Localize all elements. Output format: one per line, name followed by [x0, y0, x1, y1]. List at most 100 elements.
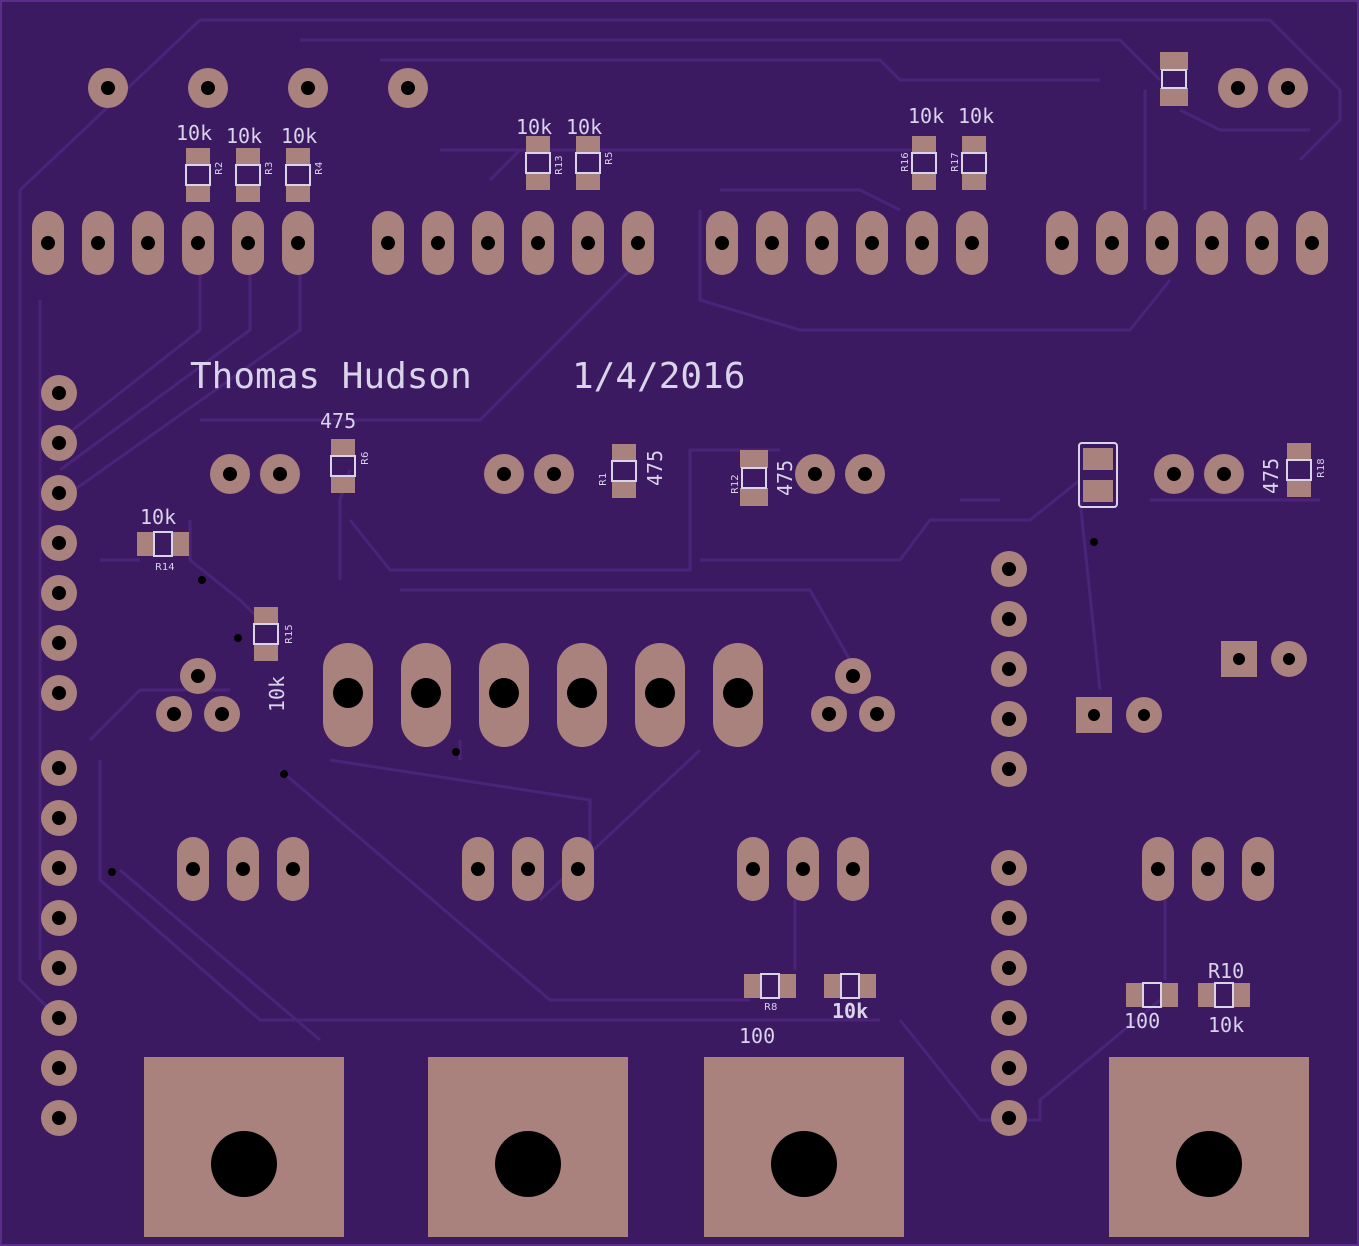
- r12-value: 475: [773, 460, 797, 496]
- r14-resistor: [137, 531, 189, 557]
- r5-ref: R5: [604, 152, 615, 165]
- left-header-pin-10: [41, 850, 77, 886]
- button-pad-1: [144, 1057, 344, 1237]
- header-pin-14: [756, 211, 788, 275]
- r13-ref: R13: [554, 155, 565, 175]
- header-pin-21: [1146, 211, 1178, 275]
- button-pad-3: [704, 1057, 904, 1237]
- right-pad-1: [1218, 68, 1258, 108]
- left-header-pin-5: [41, 575, 77, 611]
- square-pad-pair-1: [1221, 641, 1307, 677]
- r13-value: 10k: [516, 115, 552, 139]
- header-pin-22: [1196, 211, 1228, 275]
- mid-header-pin-1: [991, 551, 1027, 587]
- copper-traces: [18, 18, 1342, 1122]
- header-pin-16: [856, 211, 888, 275]
- header-pin-6: [282, 211, 314, 275]
- led-pad-b1: [484, 454, 524, 494]
- left-header-pin-3: [41, 475, 77, 511]
- square-pad-pair-2: [1076, 697, 1162, 733]
- smd-top-right: [1160, 52, 1188, 106]
- button-pad-2: [428, 1057, 628, 1237]
- large-pad-2: [401, 643, 451, 747]
- r12-ref: R12: [730, 474, 741, 494]
- large-pad-1: [323, 643, 373, 747]
- pot-pin-1: [177, 837, 209, 901]
- r6-ref: R6: [360, 452, 371, 465]
- header-pin-17: [906, 211, 938, 275]
- header-pin-5: [232, 211, 264, 275]
- header-pin-7: [372, 211, 404, 275]
- r17-ref: R17: [950, 152, 961, 172]
- large-pad-4: [557, 643, 607, 747]
- header-pin-11: [572, 211, 604, 275]
- r2-ref: R2: [214, 162, 225, 175]
- header-pin-12: [622, 211, 654, 275]
- top-row-round-pads: [88, 68, 1308, 108]
- r4-resistor: [285, 148, 311, 202]
- left-header-pin-8: [41, 750, 77, 786]
- r8-ref: R8: [764, 1002, 777, 1013]
- r4-value: 10k: [281, 124, 317, 148]
- mount-pad-2: [188, 68, 228, 108]
- left-header-pin-6: [41, 625, 77, 661]
- r6-resistor: [330, 439, 356, 493]
- pot-pin-8: [787, 837, 819, 901]
- mid-header-pin-11: [991, 1100, 1027, 1136]
- header-pins: [32, 211, 1328, 275]
- r8-value: 100: [739, 1024, 775, 1048]
- r10-value: 10k: [1208, 1013, 1244, 1037]
- middle-pin-header: [991, 551, 1027, 1136]
- left-header-pin-12: [41, 950, 77, 986]
- r8-resistor: [744, 973, 796, 999]
- pot-pin-6: [562, 837, 594, 901]
- header-pin-18: [956, 211, 988, 275]
- led-pad-d1: [1154, 454, 1194, 494]
- r5-resistor: [575, 136, 601, 190]
- r5-value: 10k: [566, 115, 602, 139]
- r18-ref: R18: [1316, 458, 1327, 478]
- horizontal-smd-resistors: [137, 450, 1250, 1008]
- mid-header-pin-10: [991, 1050, 1027, 1086]
- header-pin-10: [522, 211, 554, 275]
- left-header-pin-14: [41, 1050, 77, 1086]
- r15-value: 10k: [265, 676, 289, 712]
- transistor-right: [811, 658, 895, 732]
- led-pad-b2: [534, 454, 574, 494]
- header-pin-20: [1096, 211, 1128, 275]
- r18-value: 475: [1259, 458, 1283, 494]
- vias: [108, 538, 1098, 876]
- r12-resistor: [740, 450, 768, 506]
- pot-pin-11: [1192, 837, 1224, 901]
- r6-value: 475: [320, 409, 356, 433]
- mid-header-pin-9: [991, 1000, 1027, 1036]
- r10-resistor: [1198, 982, 1250, 1008]
- r18-resistor: [1286, 443, 1312, 497]
- pot-pin-12: [1242, 837, 1274, 901]
- mid-header-pin-3: [991, 651, 1027, 687]
- left-pin-header: [41, 375, 77, 1136]
- mount-pad-3: [288, 68, 328, 108]
- r3-ref: R3: [264, 162, 275, 175]
- large-connector-pads: [323, 643, 763, 747]
- large-pad-3: [479, 643, 529, 747]
- left-header-pin-9: [41, 800, 77, 836]
- large-pad-6: [713, 643, 763, 747]
- header-pin-1: [32, 211, 64, 275]
- button-pads: [144, 1057, 1309, 1237]
- header-pin-23: [1246, 211, 1278, 275]
- r14-ref: R14: [155, 562, 175, 573]
- pot-pin-4: [462, 837, 494, 901]
- button-pad-4: [1109, 1057, 1309, 1237]
- left-header-pin-1: [41, 375, 77, 411]
- large-pad-5: [635, 643, 685, 747]
- r16-value: 10k: [908, 104, 944, 128]
- pot-pin-9: [837, 837, 869, 901]
- mid-header-pin-4: [991, 701, 1027, 737]
- mid-header-pin-8: [991, 950, 1027, 986]
- r14-value: 10k: [140, 505, 176, 529]
- mount-pad-1: [88, 68, 128, 108]
- header-pin-4: [182, 211, 214, 275]
- header-pin-8: [422, 211, 454, 275]
- r16-ref: R16: [900, 152, 911, 172]
